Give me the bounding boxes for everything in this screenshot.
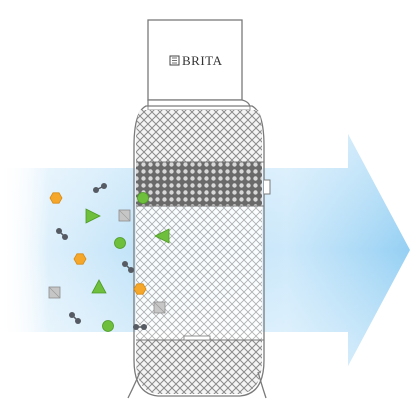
molecule-dumbbell-icon [122, 261, 134, 273]
hexagon-orange-icon [49, 192, 63, 204]
contaminant-particles [48, 183, 170, 332]
grey-square-icon [48, 286, 61, 299]
green-circle-icon [137, 192, 149, 204]
cartridge-cap: BRITA [147, 19, 243, 101]
molecule-dumbbell-icon [69, 312, 81, 324]
mesh-bottom-layer [136, 340, 262, 394]
cartridge-legs [127, 371, 267, 399]
mesh-main-layer [136, 206, 262, 340]
green-circle-icon [114, 237, 126, 249]
cartridge-body [127, 105, 271, 399]
grey-square-icon [118, 209, 131, 222]
green-triangle-icon [154, 228, 170, 244]
dense-band-layer [136, 162, 262, 206]
green-triangle-icon [85, 208, 101, 224]
brand-name: BRITA [182, 53, 223, 68]
mesh-top-layer [136, 110, 262, 162]
hexagon-orange-icon [73, 253, 87, 265]
molecule-dumbbell-icon [56, 228, 68, 240]
molecule-dumbbell-icon [93, 183, 107, 193]
grey-square-icon [153, 301, 166, 314]
molecule-dumbbell-icon [133, 324, 147, 330]
green-triangle-icon [91, 279, 107, 294]
brita-logo-icon [169, 55, 180, 66]
green-circle-icon [102, 320, 114, 332]
hexagon-orange-icon [133, 283, 147, 295]
